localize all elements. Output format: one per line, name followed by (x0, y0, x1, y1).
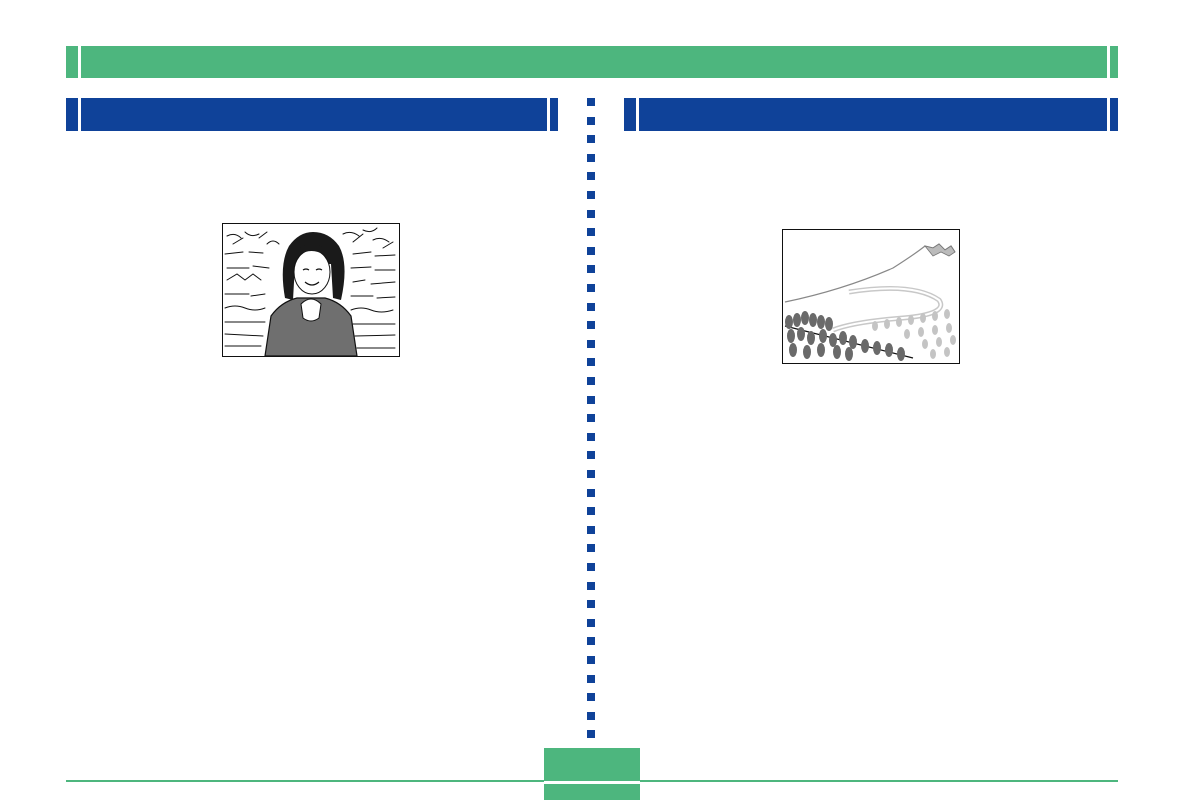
divider-dot (587, 191, 595, 199)
divider-dot (587, 451, 595, 460)
divider-dot (587, 265, 595, 274)
footer-rule-left (66, 780, 544, 782)
tree-shape (885, 343, 893, 357)
divider-dot (587, 637, 595, 646)
section-right-cap-l (636, 98, 639, 131)
chapter-header-bar (66, 46, 1118, 78)
page-tab-divider (544, 781, 640, 784)
tree-shape (872, 321, 878, 331)
tree-shape (861, 339, 869, 353)
divider-dot (587, 674, 595, 683)
tree-shape (819, 329, 827, 343)
tree-shape (793, 313, 801, 327)
tree-shape (787, 329, 795, 343)
divider-dot (587, 525, 595, 534)
divider-dot (587, 358, 595, 367)
chapter-bar-left-cap (78, 46, 81, 78)
tree-shape (873, 341, 881, 355)
divider-dot (587, 284, 595, 292)
divider-dot (587, 618, 595, 627)
tree-shape (849, 335, 857, 349)
tree-shape (785, 315, 793, 329)
footer-rule-right (640, 780, 1118, 782)
tree-shape (884, 319, 890, 329)
divider-dot (587, 544, 595, 553)
tree-shape (803, 345, 811, 359)
tree-shape (930, 349, 936, 359)
portrait-woman-illustration (224, 227, 396, 356)
divider-dot (587, 711, 595, 720)
portrait-photo (222, 223, 400, 357)
divider-dot (587, 246, 595, 255)
tree-shape (922, 339, 928, 349)
divider-dot (587, 302, 595, 311)
tree-shape (908, 315, 914, 325)
landscape-mountain-illustration (784, 243, 956, 361)
tree-shape (932, 311, 938, 321)
divider-dot (587, 470, 595, 478)
tree-shape (809, 313, 817, 327)
divider-dot (587, 172, 595, 181)
tree-shape (825, 317, 833, 331)
column-divider (587, 98, 597, 739)
divider-dot (587, 507, 595, 516)
tree-shape (946, 323, 952, 333)
tree-shape (839, 331, 847, 345)
divider-dot (587, 377, 595, 385)
tree-shape (904, 329, 910, 339)
tree-shape (807, 331, 815, 345)
divider-dot (587, 98, 595, 106)
divider-dot (587, 153, 595, 162)
chapter-bar-right-cap (1107, 46, 1110, 78)
tree-shape (817, 315, 825, 329)
section-left-cap-l (78, 98, 81, 131)
tree-shape (845, 347, 853, 361)
section-left-cap-r (547, 98, 550, 131)
divider-dot (587, 730, 595, 739)
tree-shape (944, 309, 950, 319)
section-header-left (66, 98, 558, 131)
tree-shape (833, 345, 841, 359)
divider-dot (587, 488, 595, 497)
divider-dot (587, 656, 595, 664)
tree-shape (896, 317, 902, 327)
tree-shape (789, 343, 797, 357)
tree-shape (920, 313, 926, 323)
tree-shape (918, 327, 924, 337)
divider-dot (587, 228, 595, 237)
divider-dot (587, 693, 595, 702)
tree-shape (950, 335, 956, 345)
section-right-cap-r (1107, 98, 1110, 131)
divider-dot (587, 135, 595, 144)
section-header-right (624, 98, 1118, 131)
divider-dot (587, 600, 595, 609)
divider-dot (587, 321, 595, 330)
tree-shape (817, 343, 825, 357)
divider-dot (587, 116, 595, 125)
tree-shape (936, 337, 942, 347)
tree-shape (801, 311, 809, 325)
divider-dot (587, 414, 595, 423)
divider-dot (587, 563, 595, 571)
divider-dot (587, 209, 595, 218)
page-number-tab (544, 748, 640, 800)
tree-shape (897, 347, 905, 361)
divider-dot (587, 339, 595, 348)
divider-dot (587, 581, 595, 590)
tree-shape (932, 325, 938, 335)
tree-shape (797, 327, 805, 341)
divider-dot (587, 395, 595, 404)
tree-shape (944, 347, 950, 357)
landscape-photo (782, 229, 960, 364)
tree-shape (829, 333, 837, 347)
divider-dot (587, 432, 595, 441)
